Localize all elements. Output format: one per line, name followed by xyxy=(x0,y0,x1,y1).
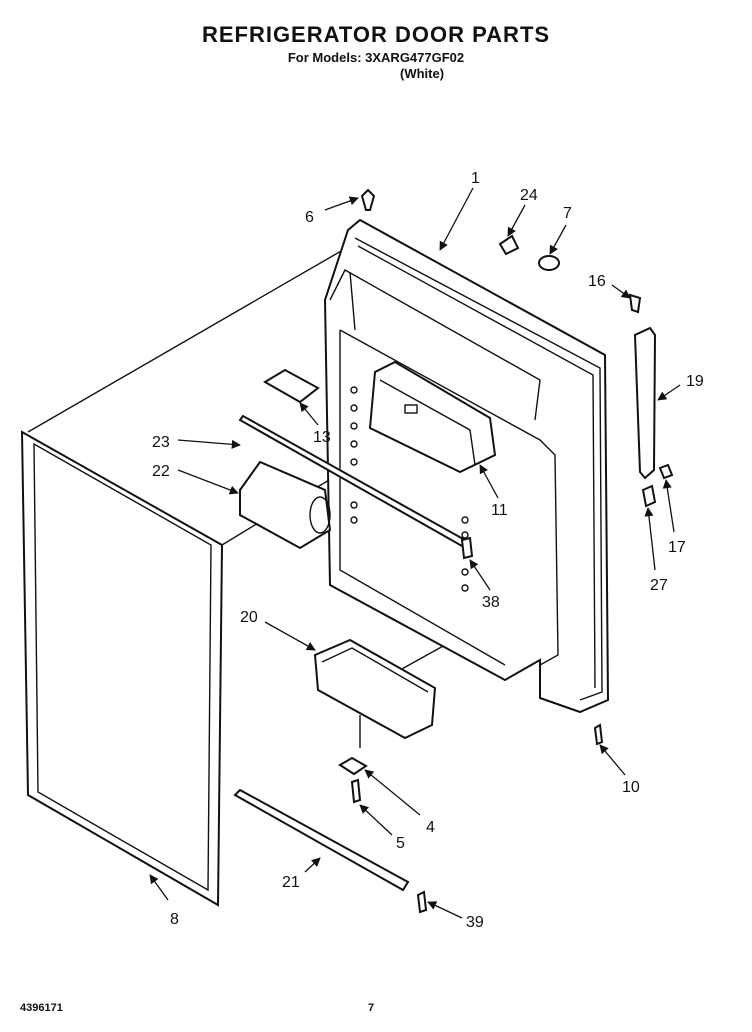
butter-cover xyxy=(239,460,332,550)
door-bin xyxy=(313,638,437,740)
callout-22: 22 xyxy=(152,463,170,480)
callout-23: 23 xyxy=(152,434,170,451)
callout-7: 7 xyxy=(563,205,572,222)
page-title: REFRIGERATOR DOOR PARTS xyxy=(201,22,551,47)
model-line: For Models: 3XARG477GF02 xyxy=(287,50,465,65)
document-number: 4396171 xyxy=(20,1002,63,1014)
callout-21: 21 xyxy=(282,874,300,891)
callout-4: 4 xyxy=(426,819,435,836)
door-gasket xyxy=(20,430,224,907)
callout-8: 8 xyxy=(170,911,179,928)
color-line: (White) xyxy=(400,66,445,81)
callout-11: 11 xyxy=(491,502,508,519)
callout-1: 1 xyxy=(471,170,480,187)
page-number: 7 xyxy=(368,1002,375,1014)
callout-38: 38 xyxy=(482,594,500,611)
callout-20: 20 xyxy=(240,609,258,626)
callout-6: 6 xyxy=(305,209,314,226)
callout-17: 17 xyxy=(668,539,686,556)
callout-5: 5 xyxy=(396,835,405,852)
retainer-strip xyxy=(233,788,410,892)
callout-13: 13 xyxy=(313,429,331,446)
callout-24: 24 xyxy=(520,187,538,204)
leader-lines xyxy=(149,187,681,919)
callout-27: 27 xyxy=(650,577,668,594)
callout-labels: 1 24 7 6 16 19 13 23 22 11 17 27 38 20 1… xyxy=(152,170,704,931)
dairy-door xyxy=(368,360,497,474)
small-parts xyxy=(263,188,674,914)
callout-39: 39 xyxy=(466,914,484,931)
callout-19: 19 xyxy=(686,373,704,390)
callout-10: 10 xyxy=(622,779,640,796)
callout-16: 16 xyxy=(588,273,606,290)
